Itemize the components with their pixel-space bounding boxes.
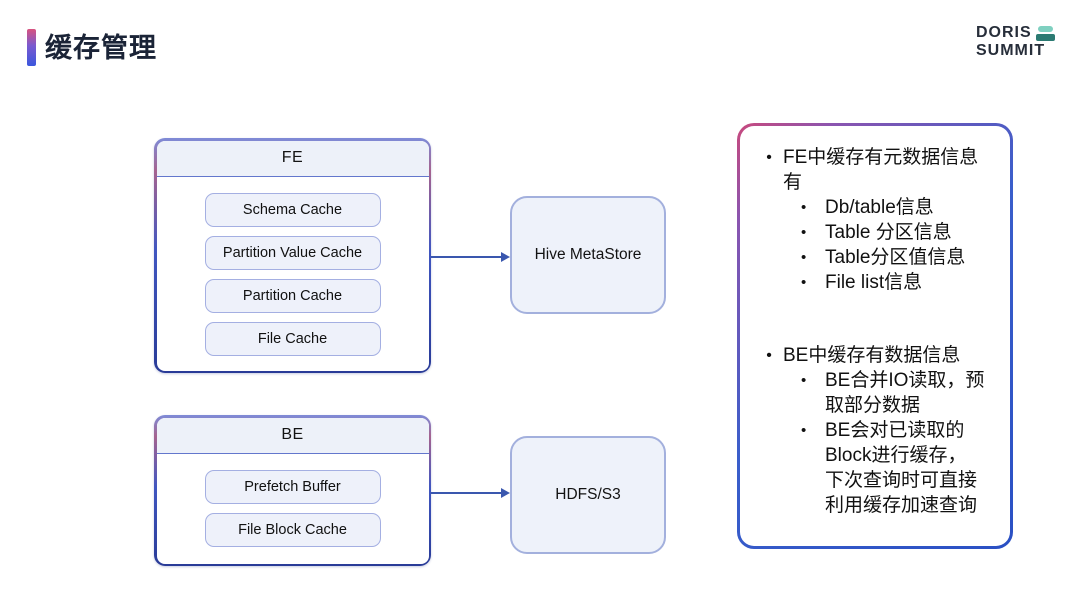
note-sub-row: • BE会对已读取的Block进行缓存，下次查询时可直接利用缓存加速查询: [799, 418, 996, 518]
be-node: BE Prefetch Buffer File Block Cache: [154, 415, 431, 566]
note-sub-row: • BE合并IO读取，预取部分数据: [799, 368, 996, 418]
note-sub-row: • Table分区值信息: [799, 245, 996, 270]
title-accent-bar: [27, 29, 36, 66]
notes-panel: • FE中缓存有元数据信息有 • Db/table信息 • Table 分区信息…: [737, 123, 1013, 549]
note-sub-text: BE会对已读取的Block进行缓存，下次查询时可直接利用缓存加速查询: [825, 420, 978, 516]
be-node-header: BE: [156, 417, 429, 454]
note-sub-text: Table 分区信息: [825, 222, 952, 243]
page-title: 缓存管理: [45, 33, 157, 63]
fe-cache-item-partition: Partition Cache: [204, 278, 381, 313]
bullet-icon: •: [801, 199, 807, 216]
note-text-fe: FE中缓存有元数据信息有: [783, 147, 979, 193]
logo-row: DORIS: [976, 24, 1066, 42]
note-sub-text: Table分区值信息: [825, 247, 966, 268]
hive-metastore-node: Hive MetaStore: [510, 196, 666, 314]
be-cache-item-file-block: File Block Cache: [204, 512, 381, 547]
note-sub-row: • Db/table信息: [799, 195, 996, 220]
note-group-be: • BE中缓存有数据信息 • BE合并IO读取，预取部分数据 • BE会对已读取…: [755, 343, 996, 518]
fe-node: FE Schema Cache Partition Value Cache Pa…: [154, 138, 431, 373]
bullet-icon: •: [801, 224, 807, 241]
note-group-fe: • FE中缓存有元数据信息有 • Db/table信息 • Table 分区信息…: [755, 145, 996, 295]
fe-to-hive-arrow-line: [431, 256, 502, 258]
be-node-inner: BE Prefetch Buffer File Block Cache: [156, 417, 429, 564]
notes-panel-inner: • FE中缓存有元数据信息有 • Db/table信息 • Table 分区信息…: [740, 126, 1010, 546]
note-bullet-row: • BE中缓存有数据信息: [755, 343, 996, 368]
note-text-be: BE中缓存有数据信息: [783, 345, 961, 366]
bullet-icon: •: [766, 347, 772, 364]
note-sub-row: • File list信息: [799, 270, 996, 295]
logo-doris-text: DORIS: [976, 24, 1032, 41]
be-node-body: Prefetch Buffer File Block Cache: [157, 454, 429, 564]
bullet-icon: •: [801, 372, 807, 389]
note-sub-row: • Table 分区信息: [799, 220, 996, 245]
bullet-icon: •: [801, 274, 807, 291]
be-to-hdfs-arrow-head-icon: [501, 487, 510, 498]
fe-cache-item-partition-value: Partition Value Cache: [204, 235, 381, 270]
be-to-hdfs-arrow-line: [431, 492, 502, 494]
fe-cache-item-file: File Cache: [204, 321, 381, 356]
fe-node-inner: FE Schema Cache Partition Value Cache Pa…: [156, 140, 429, 371]
bullet-icon: •: [801, 422, 807, 439]
stacked-layers-icon: [1035, 25, 1055, 41]
fe-node-header: FE: [156, 140, 429, 177]
note-sub-text: File list信息: [825, 272, 923, 293]
note-bullet-row: • FE中缓存有元数据信息有: [755, 145, 996, 195]
hdfs-s3-node: HDFS/S3: [510, 436, 666, 554]
logo-summit-text: SUMMIT: [976, 42, 1046, 59]
fe-cache-item-schema: Schema Cache: [204, 192, 381, 227]
bullet-icon: •: [801, 249, 807, 266]
bullet-icon: •: [766, 149, 772, 166]
be-cache-item-prefetch: Prefetch Buffer: [204, 469, 381, 504]
fe-node-body: Schema Cache Partition Value Cache Parti…: [157, 177, 429, 371]
note-sub-text: Db/table信息: [825, 197, 934, 218]
note-sub-text: BE合并IO读取，预取部分数据: [825, 370, 985, 416]
fe-to-hive-arrow-head-icon: [501, 251, 510, 262]
doris-summit-logo: DORIS SUMMIT: [976, 24, 1066, 60]
